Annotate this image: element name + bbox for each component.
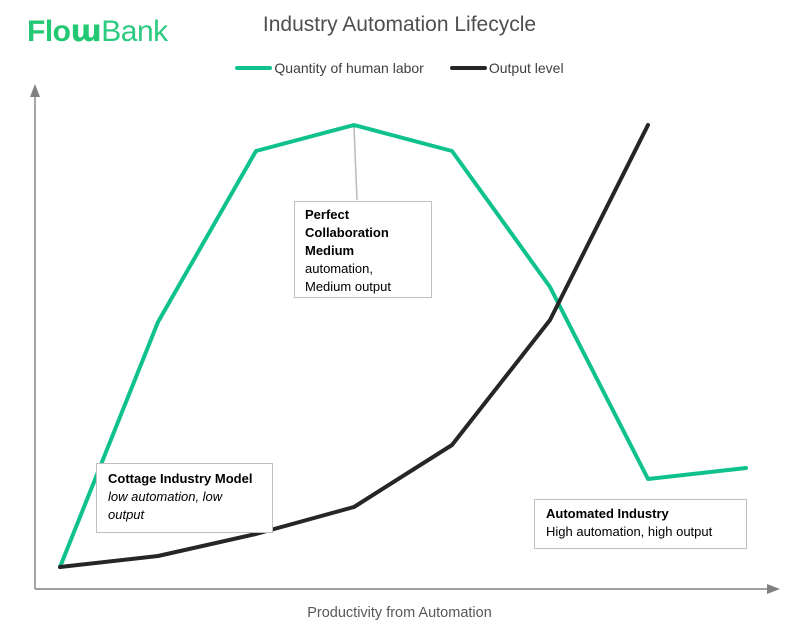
annotation-perfect-collaboration: Perfect Collaboration Medium automation,…: [294, 201, 432, 298]
peak-leader-line: [353, 126, 358, 201]
legend-label-labor: Quantity of human labor: [274, 60, 424, 76]
annotation-cottage-bold-text: Cottage Industry Model: [108, 471, 253, 486]
labor-series-line: [58, 123, 748, 569]
brand-logo-bank: Bank: [101, 15, 168, 48]
x-axis-label: Productivity from Automation: [307, 605, 492, 621]
legend: Quantity of human labor Output level: [0, 60, 799, 76]
annotation-automated-rest-text: High automation, high output: [546, 524, 713, 539]
legend-item-labor: Quantity of human labor: [235, 60, 424, 76]
brand-logo-w-glyph: ɯ: [70, 14, 102, 49]
legend-item-output: Output level: [449, 60, 564, 76]
annotation-automated-bold-text: Automated Industry: [546, 506, 669, 521]
annotation-perfect-rest-text: automation, Medium output: [305, 261, 391, 294]
annotation-perfect-bold-text: Perfect Collaboration Medium: [305, 207, 389, 258]
annotation-cottage-industry: Cottage Industry Model low automation, lo…: [96, 463, 273, 533]
output-series-line: [58, 123, 650, 569]
legend-label-output: Output level: [488, 60, 564, 76]
brand-logo-flow: Floɯ: [27, 14, 102, 49]
chart-title: Industry Automation Lifecycle: [262, 13, 537, 36]
annotation-cottage-rest-text: low automation, low output: [108, 489, 223, 522]
output-line-swatch: [449, 66, 487, 70]
labor-line-swatch: [235, 66, 273, 70]
y-axis-arrow: [30, 84, 40, 97]
brand-logo: FloɯBank: [27, 17, 168, 47]
x-axis-arrow: [767, 584, 780, 594]
